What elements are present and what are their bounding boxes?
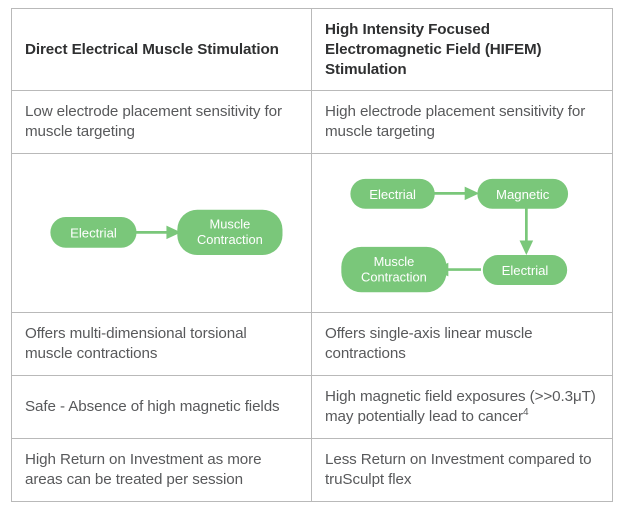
cell-diagram-left: Electrial Muscle Contraction xyxy=(11,153,312,314)
cell-magnetic-safety-right-text: High magnetic field exposures (>>0.3μT) … xyxy=(325,387,596,426)
node-muscle-contraction-label-line2: Contraction xyxy=(197,233,263,248)
table-row-diagrams: Electrial Muscle Contraction xyxy=(11,153,613,314)
node-muscle-contraction-label-line1: Muscle xyxy=(210,217,251,232)
node-electrial: Electrial xyxy=(50,217,137,249)
node-magnetic-label: Magnetic xyxy=(496,187,550,202)
table-header-row: Direct Electrical Muscle Stimulation Hig… xyxy=(11,7,613,92)
cell-return-on-investment-right: Less Return on Investment compared to tr… xyxy=(311,438,613,502)
table-row: Safe - Absence of high magnetic fields H… xyxy=(11,375,613,439)
comparison-table: Direct Electrical Muscle Stimulation Hig… xyxy=(11,7,613,502)
node-muscle-contraction-label-line2: Contraction xyxy=(361,270,427,285)
cell-electrode-sensitivity-left: Low electrode placement sensitivity for … xyxy=(11,90,312,155)
cell-magnetic-safety-left: Safe - Absence of high magnetic fields xyxy=(11,375,312,439)
cell-return-on-investment-left: High Return on Investment as more areas … xyxy=(11,438,312,502)
diagram-direct-electrical: Electrial Muscle Contraction xyxy=(25,163,297,303)
diagram-svg-right: Electrial Magnetic Elect xyxy=(341,179,569,293)
cell-magnetic-safety-right: High magnetic field exposures (>>0.3μT) … xyxy=(311,375,613,439)
cell-contraction-type-right: Offers single-axis linear muscle contrac… xyxy=(311,312,613,377)
node-electrial-2-label: Electrial xyxy=(502,263,549,278)
arrow-electrial-to-magnetic xyxy=(432,187,480,201)
node-magnetic: Magnetic xyxy=(477,179,569,210)
cell-electrode-sensitivity-right: High electrode placement sensitivity for… xyxy=(311,90,613,155)
node-muscle-contraction: Muscle Contraction xyxy=(341,247,447,293)
footnote-reference-4: 4 xyxy=(522,406,529,418)
table-row: Low electrode placement sensitivity for … xyxy=(11,90,613,155)
node-muscle-contraction-label-line1: Muscle xyxy=(374,254,415,269)
header-cell-direct-electrical-muscle-stimulation: Direct Electrical Muscle Stimulation xyxy=(11,7,312,92)
comparison-table-container: Direct Electrical Muscle Stimulation Hig… xyxy=(11,7,613,502)
node-electrial-2: Electrial xyxy=(482,255,568,286)
node-electrial-1: Electrial xyxy=(350,179,435,210)
node-electrial-1-label: Electrial xyxy=(369,187,416,202)
cell-diagram-right: Electrial Magnetic Elect xyxy=(311,153,613,314)
node-muscle-contraction: Muscle Contraction xyxy=(177,210,283,256)
arrow-magnetic-to-electrial xyxy=(519,208,534,256)
node-electrial-label: Electrial xyxy=(70,226,117,241)
cell-contraction-type-left: Offers multi-dimensional torsional muscl… xyxy=(11,312,312,377)
diagram-hifem: Electrial Magnetic Elect xyxy=(325,163,598,303)
diagram-svg-left: Electrial Muscle Contraction xyxy=(50,210,283,256)
arrow-electrial-to-muscle-contraction xyxy=(133,226,181,240)
header-cell-hifem-stimulation: High Intensity Focused Electromagnetic F… xyxy=(311,7,613,92)
table-row: High Return on Investment as more areas … xyxy=(11,438,613,502)
table-row: Offers multi-dimensional torsional muscl… xyxy=(11,312,613,377)
